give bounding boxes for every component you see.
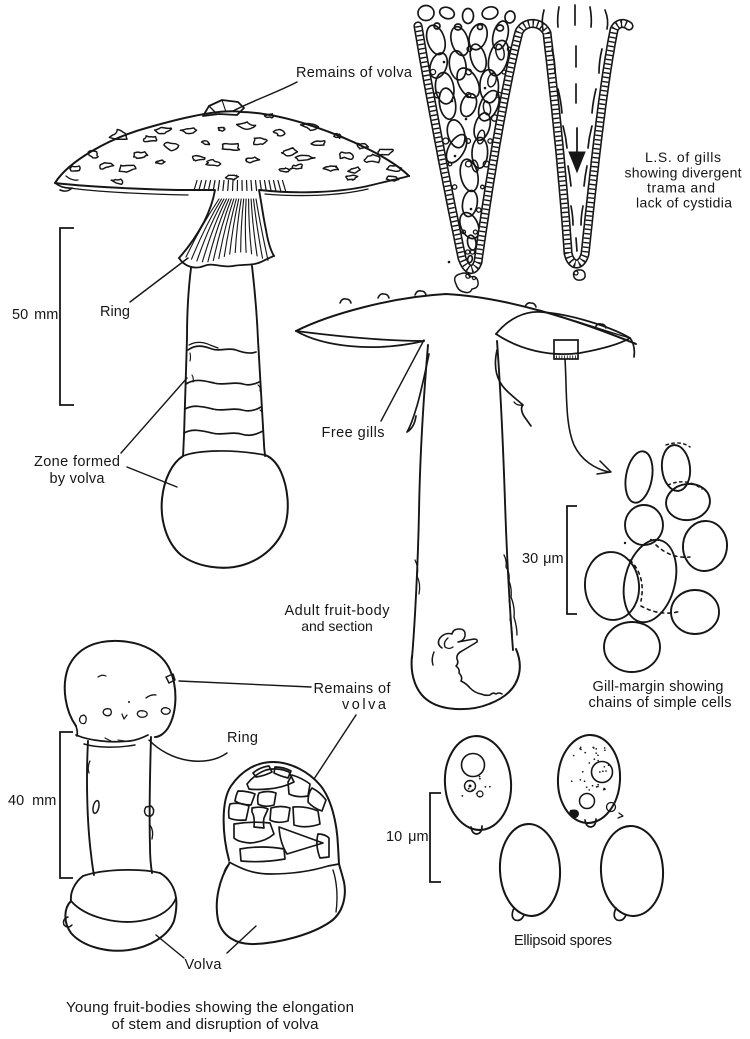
svg-text:Gill-margin showing: Gill-margin showing <box>593 679 724 695</box>
svg-text:Young fruit-bodies showing the: Young fruit-bodies showing the elongatio… <box>66 999 354 1016</box>
svg-text:of stem and disruption of volv: of stem and disruption of volva <box>112 1016 320 1033</box>
svg-text:40 mm: 40 mm <box>8 793 56 809</box>
svg-text:Zone formed: Zone formed <box>34 454 120 470</box>
svg-text:Free gills: Free gills <box>322 425 385 441</box>
svg-text:Remains of: Remains of <box>314 681 392 697</box>
svg-text:and section: and section <box>301 618 373 634</box>
svg-text:Volva: Volva <box>185 957 223 973</box>
svg-text:L.S. of gills: L.S. of gills <box>645 149 721 165</box>
svg-text:Remains of volva: Remains of volva <box>296 65 413 81</box>
svg-text:showing divergent: showing divergent <box>625 165 742 181</box>
svg-text:trama and: trama and <box>647 180 715 196</box>
svg-text:volva: volva <box>342 697 387 713</box>
svg-text:chains of simple cells: chains of simple cells <box>589 695 732 711</box>
svg-text:Ring: Ring <box>227 730 258 746</box>
svg-text:10 μm: 10 μm <box>386 829 429 845</box>
svg-text:lack of cystidia: lack of cystidia <box>636 195 732 211</box>
svg-text:Ellipsoid spores: Ellipsoid spores <box>514 933 612 949</box>
svg-text:Adult fruit-body: Adult fruit-body <box>285 603 391 619</box>
svg-text:30 μm: 30 μm <box>522 551 564 567</box>
svg-text:50 mm: 50 mm <box>12 307 58 323</box>
svg-text:Ring: Ring <box>100 304 130 320</box>
svg-text:by volva: by volva <box>50 471 106 487</box>
